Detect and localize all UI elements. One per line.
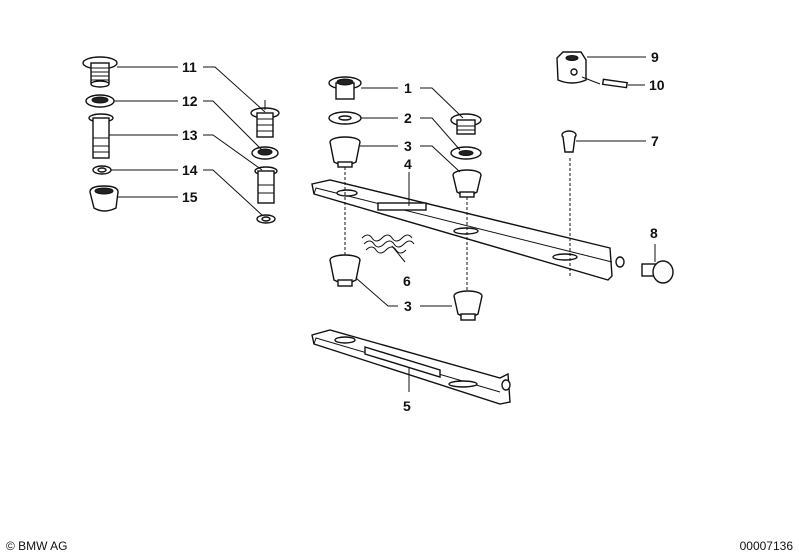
callout-5: 5 xyxy=(403,398,411,414)
part-3-cap-upper xyxy=(329,136,361,168)
part-7-plug xyxy=(561,130,577,153)
document-number: 00007136 xyxy=(739,539,793,553)
callout-10: 10 xyxy=(649,77,665,93)
callout-2: 2 xyxy=(404,110,412,126)
part-11-bushing-mid xyxy=(250,100,280,138)
part-1-bushing-upper xyxy=(328,76,362,100)
callout-11: 11 xyxy=(182,59,197,75)
part-13-sleeve-left xyxy=(88,113,114,159)
part-9-housing xyxy=(556,51,587,84)
callout-14: 14 xyxy=(182,162,198,178)
part-1-bushing-right xyxy=(450,113,482,135)
copyright-text: © BMW AG xyxy=(6,539,68,553)
callout-9: 9 xyxy=(651,49,659,65)
callout-12: 12 xyxy=(182,93,198,109)
part-5-bracket xyxy=(311,329,511,405)
part-13-sleeve-mid xyxy=(254,166,278,204)
part-14-ring-left xyxy=(92,165,112,175)
part-3-cap-lower-right xyxy=(453,290,483,321)
part-4-bracket xyxy=(311,179,625,281)
part-2-washer-right xyxy=(450,146,482,160)
part-15-cap-left xyxy=(89,185,119,212)
part-11-bushing-left xyxy=(82,56,118,88)
part-3-cap-lower-left xyxy=(329,254,361,287)
callout-13: 13 xyxy=(182,127,198,143)
part-12-washer-mid xyxy=(251,146,279,160)
callout-3-lower: 3 xyxy=(404,298,412,314)
part-12-washer-left xyxy=(85,94,115,108)
part-2-washer-upper xyxy=(328,111,362,125)
part-10-pin xyxy=(601,78,628,89)
callout-1: 1 xyxy=(404,80,412,96)
part-3-cap-right-upper xyxy=(452,169,482,198)
part-8-button xyxy=(641,260,674,284)
callout-6: 6 xyxy=(403,273,411,289)
part-14-ring-mid xyxy=(256,214,276,224)
part-6-spring xyxy=(361,234,415,254)
callout-4: 4 xyxy=(404,156,412,172)
callout-8: 8 xyxy=(650,225,658,241)
callout-3-upper: 3 xyxy=(404,138,412,154)
callout-15: 15 xyxy=(182,189,198,205)
callout-7: 7 xyxy=(651,133,659,149)
